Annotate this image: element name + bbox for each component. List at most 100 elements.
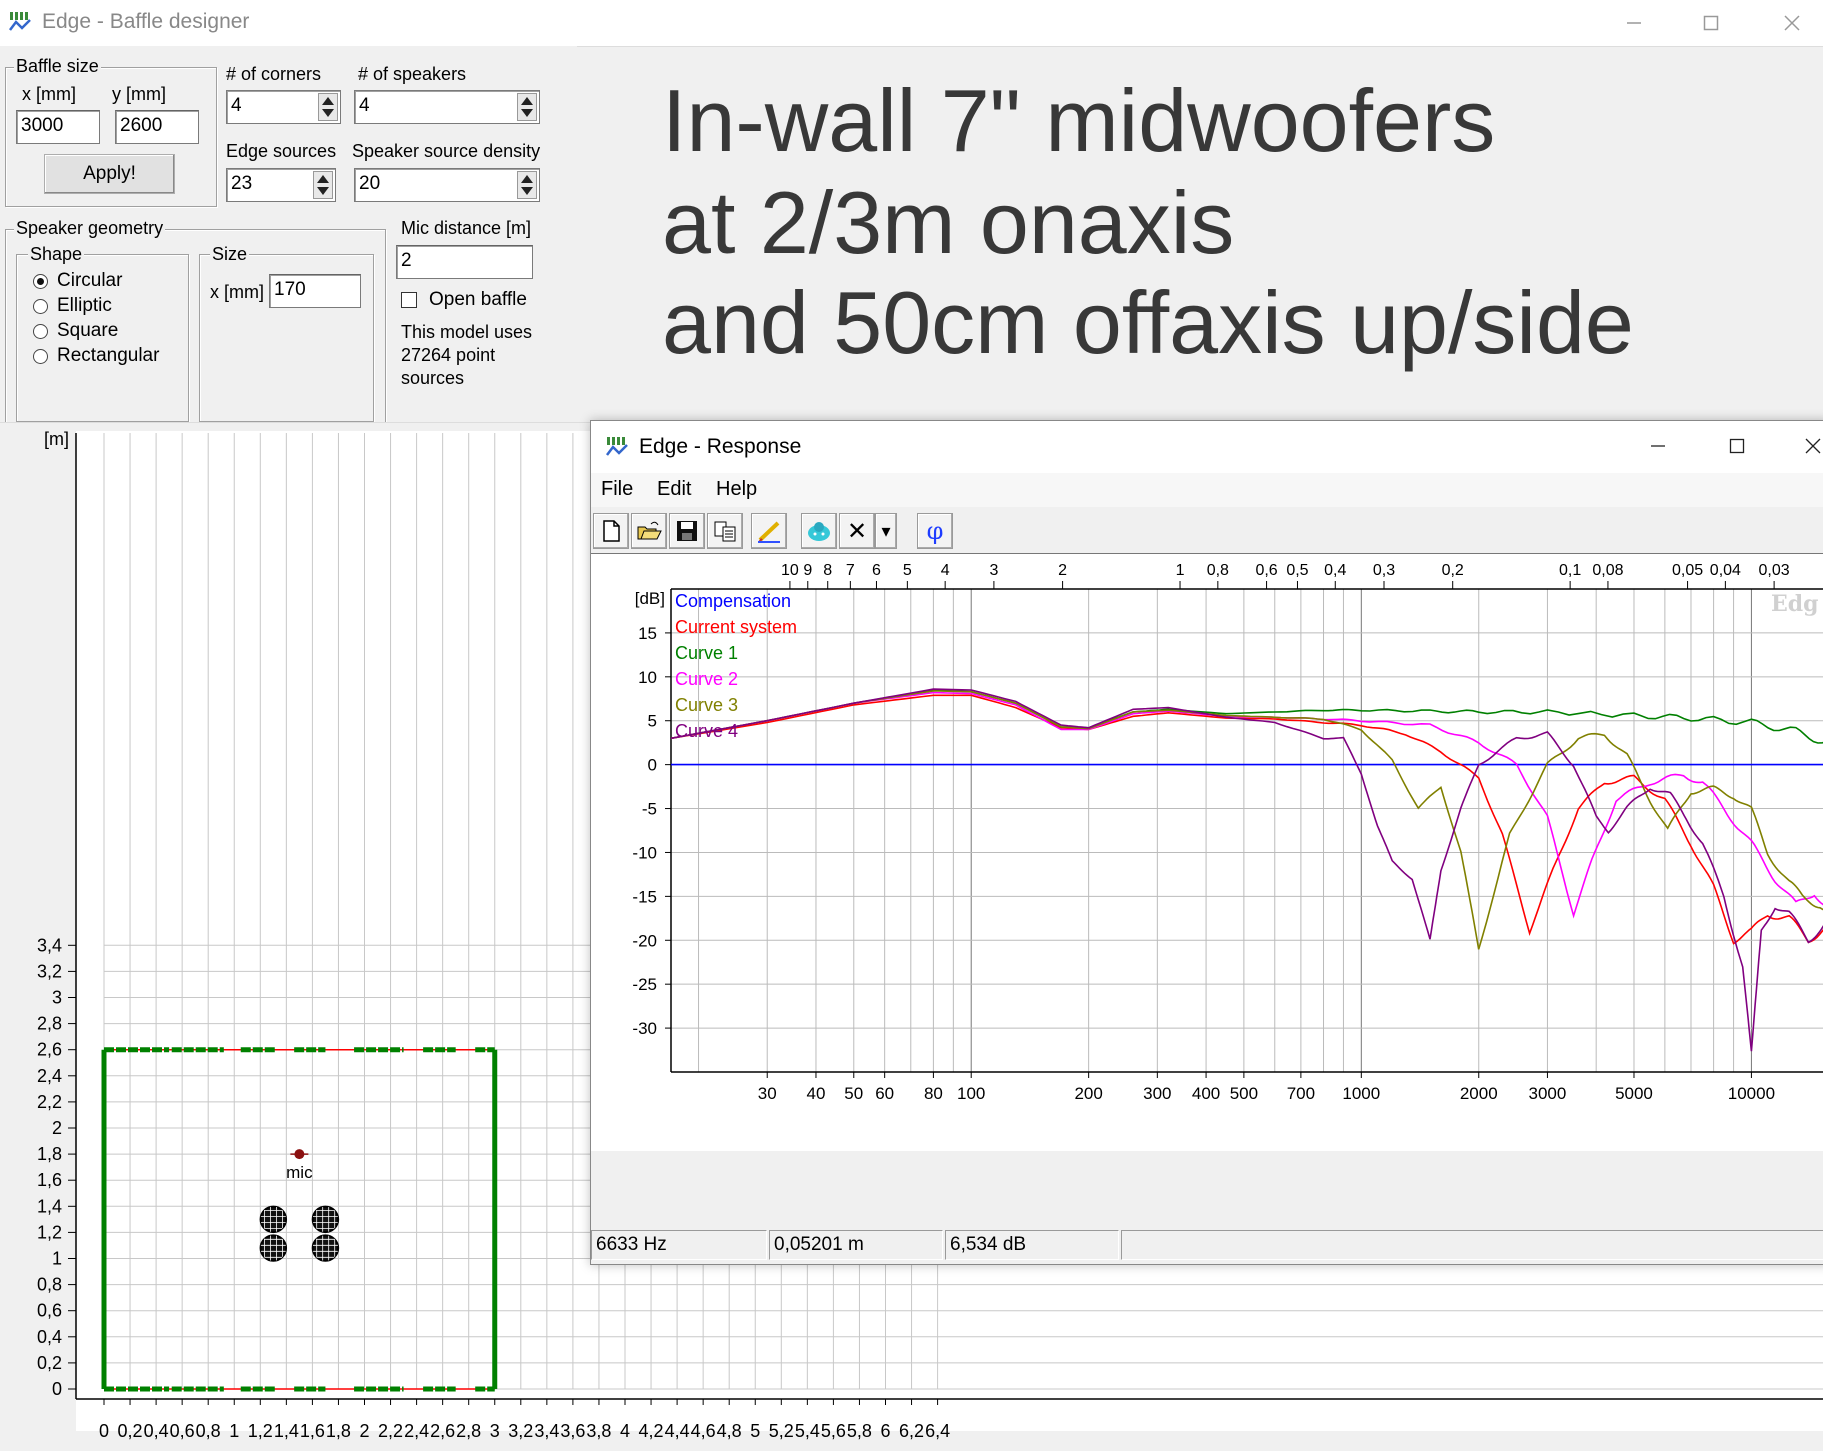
response-top-tick-label: 7 bbox=[846, 562, 855, 579]
speaker-size-input[interactable]: 170 bbox=[269, 274, 361, 308]
spinner-arrows-icon[interactable] bbox=[517, 171, 537, 199]
edit-curve-button[interactable] bbox=[751, 513, 787, 549]
corners-value: 4 bbox=[231, 95, 242, 116]
save-button[interactable] bbox=[669, 513, 705, 549]
response-y-tick-label: 15 bbox=[638, 624, 657, 643]
control-panel: Baffle size x [mm] y [mm] 3000 2600 Appl… bbox=[0, 46, 577, 434]
baffle-x-input[interactable]: 3000 bbox=[16, 110, 100, 144]
spinner-arrows-icon[interactable] bbox=[517, 93, 537, 121]
response-y-tick-label: 0 bbox=[648, 756, 657, 775]
spinner-arrows-icon[interactable] bbox=[313, 171, 333, 199]
shape-radio-rectangular[interactable]: Rectangular bbox=[33, 345, 159, 367]
new-icon bbox=[603, 520, 620, 542]
response-series-curve-2 bbox=[671, 691, 1823, 919]
delete-dropdown-button[interactable]: ▾ bbox=[875, 513, 897, 549]
response-y-tick-label: -30 bbox=[632, 1019, 657, 1038]
response-top-tick-label: 0,1 bbox=[1559, 562, 1581, 579]
speaker-source-icon bbox=[311, 1205, 340, 1234]
baffle-x-tick-label: 5,2 bbox=[769, 1421, 794, 1441]
minimize-button[interactable] bbox=[1612, 8, 1656, 38]
response-window[interactable]: Edge - Response File Edit Help bbox=[590, 420, 1823, 1265]
response-x-tick-label: 500 bbox=[1230, 1084, 1258, 1103]
shape-radio-circular[interactable]: Circular bbox=[33, 270, 122, 292]
baffle-x-tick-label: 3,2 bbox=[508, 1421, 533, 1441]
baffle-x-tick-label: 6,4 bbox=[925, 1421, 950, 1441]
response-x-tick-label: 300 bbox=[1143, 1084, 1171, 1103]
baffle-x-tick-label: 0,8 bbox=[196, 1421, 221, 1441]
baffle-y-tick-label: 2,4 bbox=[37, 1066, 62, 1086]
edge-sources-value: 23 bbox=[231, 173, 253, 194]
response-toolbar: ✕ ▾ φ bbox=[591, 507, 1823, 553]
response-x-tick-label: 200 bbox=[1074, 1084, 1102, 1103]
menu-file[interactable]: File bbox=[601, 478, 634, 500]
shape-radio-elliptic[interactable]: Elliptic bbox=[33, 295, 112, 317]
maximize-button[interactable] bbox=[1689, 8, 1733, 38]
speaker-source-icon bbox=[311, 1234, 340, 1262]
baffle-x-label: x [mm] bbox=[22, 84, 76, 104]
response-x-tick-label: 30 bbox=[758, 1084, 777, 1103]
phase-button[interactable]: φ bbox=[917, 513, 953, 549]
save-icon bbox=[677, 521, 697, 541]
baffle-unit-label: [m] bbox=[44, 429, 69, 449]
baffle-y-tick-label: 1,6 bbox=[37, 1170, 62, 1190]
close-button[interactable] bbox=[1770, 8, 1814, 38]
response-x-tick-label: 100 bbox=[957, 1084, 985, 1103]
copy-button[interactable] bbox=[707, 513, 743, 549]
speaker-density-spinner[interactable]: 20 bbox=[354, 168, 540, 202]
minimize-icon bbox=[1627, 22, 1641, 24]
baffle-y-tick-label: 0,8 bbox=[37, 1275, 62, 1295]
baffle-x-tick-label: 4,4 bbox=[665, 1421, 690, 1441]
main-titlebar: Edge - Baffle designer bbox=[0, 0, 1823, 46]
speakers-spinner[interactable]: 4 bbox=[354, 90, 540, 124]
color-button[interactable] bbox=[801, 513, 837, 549]
response-minimize-button[interactable] bbox=[1636, 431, 1680, 461]
speaker-geometry-legend: Speaker geometry bbox=[14, 218, 166, 239]
shape-radio-square[interactable]: Square bbox=[33, 320, 118, 342]
baffle-x-tick-label: 0,6 bbox=[170, 1421, 195, 1441]
new-button[interactable] bbox=[593, 513, 629, 549]
speaker-density-label: Speaker source density bbox=[352, 141, 541, 161]
legend-entry-curve-4: Curve 4 bbox=[675, 721, 738, 741]
mic-distance-input[interactable]: 2 bbox=[396, 245, 533, 279]
baffle-x-tick-label: 3,4 bbox=[534, 1421, 559, 1441]
delete-button[interactable]: ✕ bbox=[839, 513, 875, 549]
edge-sources-spinner[interactable]: 23 bbox=[226, 168, 336, 202]
response-y-tick-label: -5 bbox=[642, 800, 657, 819]
response-x-tick-label: 700 bbox=[1287, 1084, 1315, 1103]
baffle-x-tick-label: 2,2 bbox=[378, 1421, 403, 1441]
response-y-tick-label: -15 bbox=[632, 887, 657, 906]
response-x-tick-label: 80 bbox=[924, 1084, 943, 1103]
status-level: 6,534 dB bbox=[945, 1230, 1119, 1260]
response-x-tick-label: 40 bbox=[807, 1084, 826, 1103]
status-empty bbox=[1121, 1230, 1823, 1260]
apply-button[interactable]: Apply! bbox=[44, 154, 175, 194]
response-maximize-button[interactable] bbox=[1715, 431, 1759, 461]
response-top-tick-label: 0,4 bbox=[1324, 562, 1346, 579]
minimize-icon bbox=[1651, 445, 1665, 447]
response-y-tick-label: -10 bbox=[632, 843, 657, 862]
baffle-x-tick-label: 6 bbox=[880, 1421, 890, 1441]
response-series-curve-4 bbox=[671, 688, 1823, 1052]
response-y-tick-label: 5 bbox=[648, 712, 657, 731]
response-x-tick-label: 10000 bbox=[1728, 1084, 1775, 1103]
response-x-tick-label: 400 bbox=[1192, 1084, 1220, 1103]
menu-edit[interactable]: Edit bbox=[657, 478, 692, 500]
baffle-x-tick-label: 1,4 bbox=[274, 1421, 299, 1441]
corners-spinner[interactable]: 4 bbox=[226, 90, 341, 124]
open-baffle-checkbox[interactable]: Open baffle bbox=[401, 289, 527, 311]
baffle-y-tick-label: 2,2 bbox=[37, 1092, 62, 1112]
response-titlebar: Edge - Response bbox=[591, 421, 1823, 473]
menu-help[interactable]: Help bbox=[716, 478, 758, 500]
spinner-arrows-icon[interactable] bbox=[318, 93, 338, 121]
baffle-y-input[interactable]: 2600 bbox=[115, 110, 199, 144]
annotation-line-2: at 2/3m onaxis bbox=[662, 173, 1235, 272]
baffle-y-tick-label: 2,8 bbox=[37, 1014, 62, 1034]
speakers-label: # of speakers bbox=[358, 64, 467, 84]
mic-distance-label: Mic distance [m] bbox=[401, 218, 532, 238]
response-x-tick-label: 2000 bbox=[1460, 1084, 1498, 1103]
open-button[interactable] bbox=[631, 513, 667, 549]
response-close-button[interactable] bbox=[1791, 431, 1823, 461]
baffle-y-tick-label: 2 bbox=[52, 1118, 62, 1138]
